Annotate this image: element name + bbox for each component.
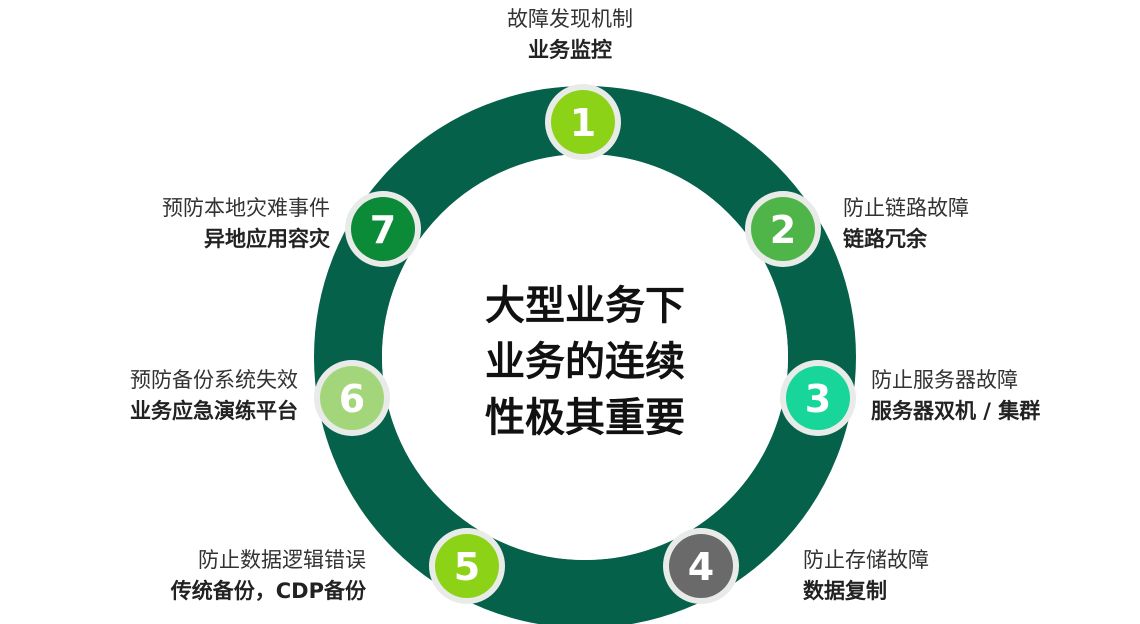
node-6-label: 预防备份系统失效 业务应急演练平台 (20, 365, 298, 427)
node-3-title: 防止服务器故障 (871, 368, 1018, 392)
node-6-title: 预防备份系统失效 (130, 368, 298, 392)
node-2-number: 2 (770, 208, 796, 252)
node-5-number: 5 (454, 545, 480, 589)
node-2-subtitle: 链路冗余 (843, 227, 927, 251)
node-1: 1 (545, 84, 621, 160)
node-2-label: 防止链路故障 链路冗余 (843, 193, 969, 255)
node-1-number: 1 (570, 101, 596, 145)
node-5: 5 (429, 528, 505, 604)
node-5-subtitle: 传统备份，CDP备份 (170, 579, 366, 603)
node-3: 3 (780, 360, 856, 436)
node-1-subtitle: 业务监控 (528, 38, 612, 62)
node-4: 4 (663, 528, 739, 604)
node-7-badge (351, 197, 415, 261)
center-line-2: 业务的连续 (485, 339, 685, 385)
node-7-label: 预防本地灾难事件 异地应用容灾 (40, 193, 330, 255)
center-title: 大型业务下 业务的连续 性极其重要 (450, 278, 720, 446)
node-4-subtitle: 数据复制 (803, 579, 887, 603)
node-3-label: 防止服务器故障 服务器双机 / 集群 (871, 365, 1040, 427)
node-6: 6 (314, 360, 390, 436)
node-1-badge (551, 90, 615, 154)
node-3-badge (786, 366, 850, 430)
node-5-badge (435, 534, 499, 598)
node-6-badge (320, 366, 384, 430)
node-4-number: 4 (688, 545, 714, 589)
center-line-1: 大型业务下 (485, 283, 685, 329)
node-3-number: 3 (805, 377, 831, 421)
node-4-label: 防止存储故障 数据复制 (803, 545, 929, 607)
node-3-subtitle: 服务器双机 / 集群 (871, 399, 1041, 423)
node-2-title: 防止链路故障 (843, 196, 969, 220)
node-2-badge (751, 197, 815, 261)
inner-circle (382, 154, 788, 560)
node-4-title: 防止存储故障 (803, 548, 929, 572)
node-7-number: 7 (370, 208, 396, 252)
node-1-label: 故障发现机制 业务监控 (470, 4, 670, 66)
node-5-label: 防止数据逻辑错误 传统备份，CDP备份 (40, 545, 366, 607)
node-7-title: 预防本地灾难事件 (162, 196, 330, 220)
node-6-number: 6 (339, 377, 365, 421)
node-6-subtitle: 业务应急演练平台 (130, 399, 298, 423)
node-2: 2 (745, 191, 821, 267)
node-1-title: 故障发现机制 (507, 7, 633, 31)
node-7-subtitle: 异地应用容灾 (204, 227, 330, 251)
node-4-badge (669, 534, 733, 598)
center-line-3: 性极其重要 (485, 395, 685, 441)
node-7: 7 (345, 191, 421, 267)
node-5-title: 防止数据逻辑错误 (198, 548, 366, 572)
